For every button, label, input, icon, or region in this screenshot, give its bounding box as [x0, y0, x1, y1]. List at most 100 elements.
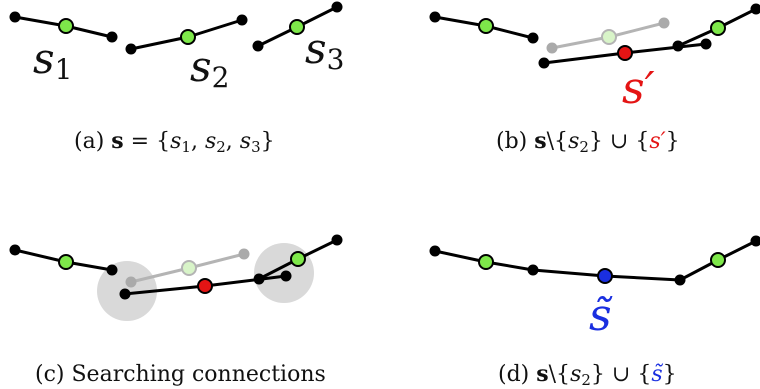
node-black	[429, 11, 441, 23]
node-black	[331, 1, 343, 13]
node-red	[197, 278, 213, 294]
caption-b-prefix: (b)	[496, 129, 534, 154]
caption-d-mid: } ∪ {	[591, 362, 651, 387]
caption-d-rest: \{	[549, 362, 570, 387]
node-black	[750, 235, 760, 247]
segment-s1-edge	[14, 15, 67, 28]
node-green	[289, 19, 305, 35]
ghost-node	[546, 42, 558, 54]
node-black	[672, 40, 684, 52]
merged-edge	[532, 268, 606, 278]
node-black	[674, 274, 686, 286]
node-black	[125, 43, 137, 55]
caption-d-bold: s	[536, 361, 548, 387]
label-s2: s2	[190, 42, 229, 94]
node-black	[253, 273, 265, 285]
node-green	[478, 18, 494, 34]
panel-b: s′ (b) s\{s2} ∪ {s′}	[429, 3, 760, 156]
node-black	[527, 264, 539, 276]
panel-d: s̃ (d) s\{s2} ∪ {s̃}	[429, 235, 760, 389]
segment-edge	[434, 15, 487, 28]
label-s1-sub: 1	[55, 53, 73, 86]
ghost-edge	[551, 35, 610, 50]
node-black	[9, 11, 21, 23]
ghost-edge	[608, 21, 665, 39]
caption-d: (d) s\{s2} ∪ {s̃}	[498, 361, 677, 389]
label-s-tilde: s̃	[589, 290, 613, 341]
caption-a-bold: s	[111, 128, 123, 154]
node-green	[478, 254, 494, 270]
ghost-edge	[130, 266, 190, 284]
node-green	[710, 252, 726, 268]
node-black	[236, 14, 248, 26]
caption-b-rest: \{	[547, 129, 568, 154]
label-s3-sub: 3	[327, 43, 345, 76]
caption-a-sub2: 2	[216, 138, 226, 156]
label-s2-main: s	[190, 42, 212, 91]
ghost-node	[125, 276, 137, 288]
node-black	[106, 264, 118, 276]
label-s3-main: s	[305, 24, 327, 73]
caption-d-s: s	[570, 362, 581, 387]
merged-edge	[434, 249, 487, 264]
caption-b-sub: 2	[579, 138, 589, 156]
caption-d-prefix: (d)	[498, 362, 536, 387]
node-green	[710, 20, 726, 36]
label-s1-main: s	[33, 34, 55, 83]
node-black	[106, 31, 118, 43]
label-s1: s1	[33, 34, 72, 86]
ghost-node	[658, 17, 670, 29]
node-black	[119, 288, 131, 300]
panel-c: (c) Searching connections	[9, 234, 343, 387]
node-black	[429, 245, 441, 257]
label-s2-sub: 2	[212, 61, 230, 94]
ghost-node-green	[181, 260, 197, 276]
node-black	[9, 244, 21, 256]
new-segment-edge	[124, 284, 206, 296]
label-s-prime: s′	[622, 63, 655, 114]
node-black	[700, 38, 712, 50]
caption-a-s1: s	[170, 129, 181, 154]
new-segment-edge	[204, 274, 287, 288]
node-black	[750, 3, 760, 15]
label-s3: s3	[305, 24, 344, 76]
caption-b: (b) s\{s2} ∪ {s′}	[496, 128, 680, 156]
caption-a-c2: ,	[226, 129, 240, 154]
segment-edge	[485, 24, 534, 40]
caption-d-new: s̃	[651, 362, 663, 387]
caption-b-close: }	[666, 129, 680, 154]
ghost-edge	[188, 252, 245, 270]
caption-b-mid: } ∪ {	[589, 129, 649, 154]
caption-a: (a) s = {s1, s2, s3}	[74, 128, 275, 156]
node-green	[58, 18, 74, 34]
node-green	[180, 29, 196, 45]
node-black	[280, 270, 292, 282]
new-segment-edge	[624, 42, 707, 55]
caption-b-s: s	[568, 129, 579, 154]
caption-a-sub1: 1	[181, 138, 191, 156]
caption-a-sub3: 3	[251, 138, 261, 156]
segment-s2-edge	[130, 35, 189, 51]
panel-a: s1 s2 s3 (a) s = {s1, s2, s3}	[9, 1, 344, 156]
segment-edge	[14, 248, 67, 264]
caption-a-rest: = {	[124, 129, 170, 154]
node-red	[617, 45, 633, 61]
caption-a-c1: ,	[191, 129, 205, 154]
caption-c: (c) Searching connections	[35, 362, 326, 387]
caption-b-new: s′	[649, 129, 665, 154]
node-black	[527, 32, 539, 44]
caption-b-bold: s	[534, 128, 546, 154]
segment-s2-edge	[187, 18, 243, 39]
merged-edge	[604, 274, 681, 282]
node-green	[58, 254, 74, 270]
ghost-node	[238, 248, 250, 260]
node-black	[252, 40, 264, 52]
caption-a-prefix: (a)	[74, 129, 111, 154]
node-green	[290, 251, 306, 267]
node-blue	[597, 268, 613, 284]
caption-a-s3: s	[240, 129, 251, 154]
caption-d-close: }	[663, 362, 677, 387]
caption-a-s2: s	[205, 129, 216, 154]
node-black	[331, 234, 343, 246]
